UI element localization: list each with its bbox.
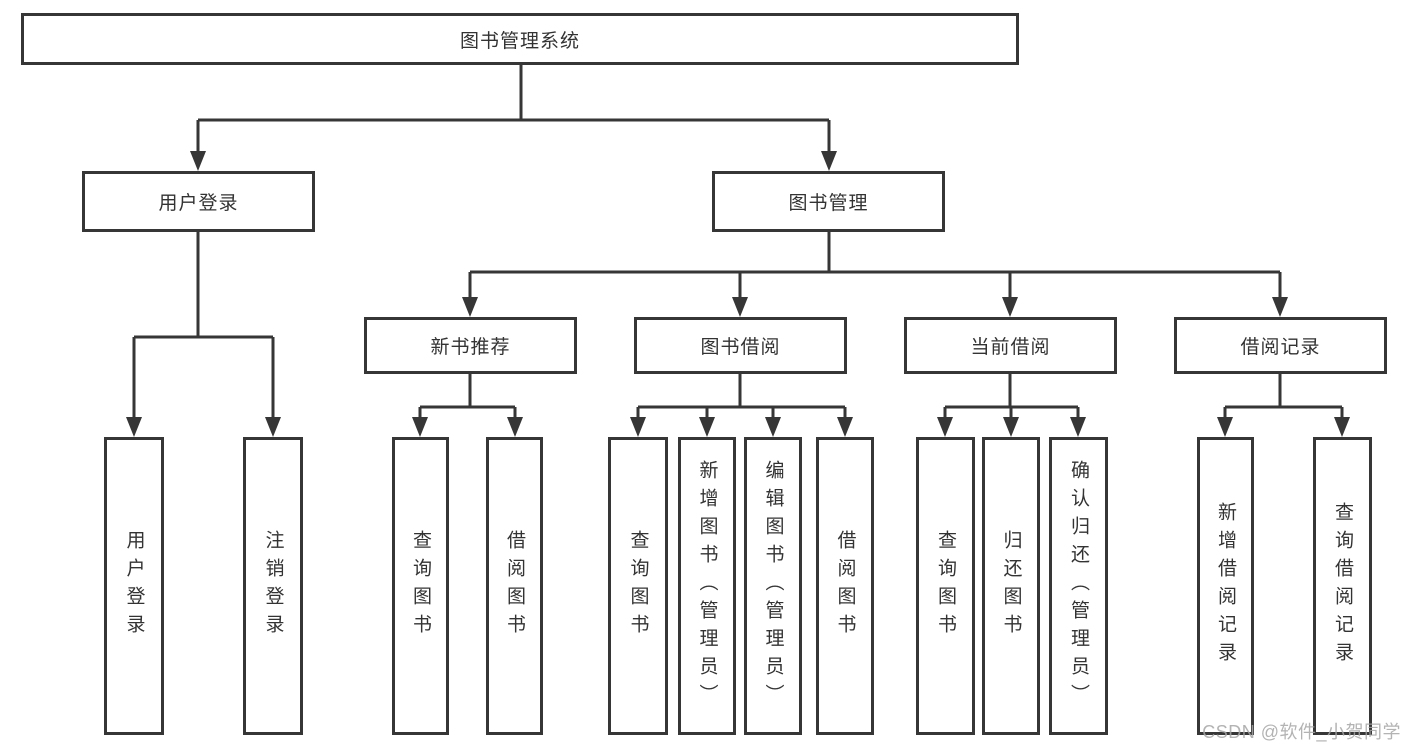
node-borrow-records: 借阅记录 bbox=[1174, 317, 1387, 374]
leaf-user-login: 用户登录 bbox=[104, 437, 164, 735]
leaf-bb-borrow-books: 借阅图书 bbox=[816, 437, 874, 735]
node-root: 图书管理系统 bbox=[21, 13, 1019, 65]
node-book-borrow: 图书借阅 bbox=[634, 317, 847, 374]
leaf-bb-add-books-admin: 新增图书（管理员） bbox=[678, 437, 736, 735]
leaf-br-add-record: 新增借阅记录 bbox=[1197, 437, 1254, 735]
leaf-bb-edit-books-admin: 编辑图书（管理员） bbox=[744, 437, 802, 735]
leaf-br-query-record: 查询借阅记录 bbox=[1313, 437, 1372, 735]
csdn-watermark: CSDN @软件_小贺同学 bbox=[1202, 722, 1401, 742]
node-new-book-recommend: 新书推荐 bbox=[364, 317, 577, 374]
node-user-login: 用户登录 bbox=[82, 171, 315, 232]
node-book-management: 图书管理 bbox=[712, 171, 945, 232]
leaf-nbr-borrow-books: 借阅图书 bbox=[486, 437, 543, 735]
leaf-cb-query-books: 查询图书 bbox=[916, 437, 975, 735]
leaf-nbr-query-books: 查询图书 bbox=[392, 437, 449, 735]
leaf-cb-confirm-return-admin: 确认归还（管理员） bbox=[1049, 437, 1108, 735]
leaf-logout: 注销登录 bbox=[243, 437, 303, 735]
node-current-borrow: 当前借阅 bbox=[904, 317, 1117, 374]
leaf-cb-return-books: 归还图书 bbox=[982, 437, 1040, 735]
leaf-bb-query-books: 查询图书 bbox=[608, 437, 668, 735]
